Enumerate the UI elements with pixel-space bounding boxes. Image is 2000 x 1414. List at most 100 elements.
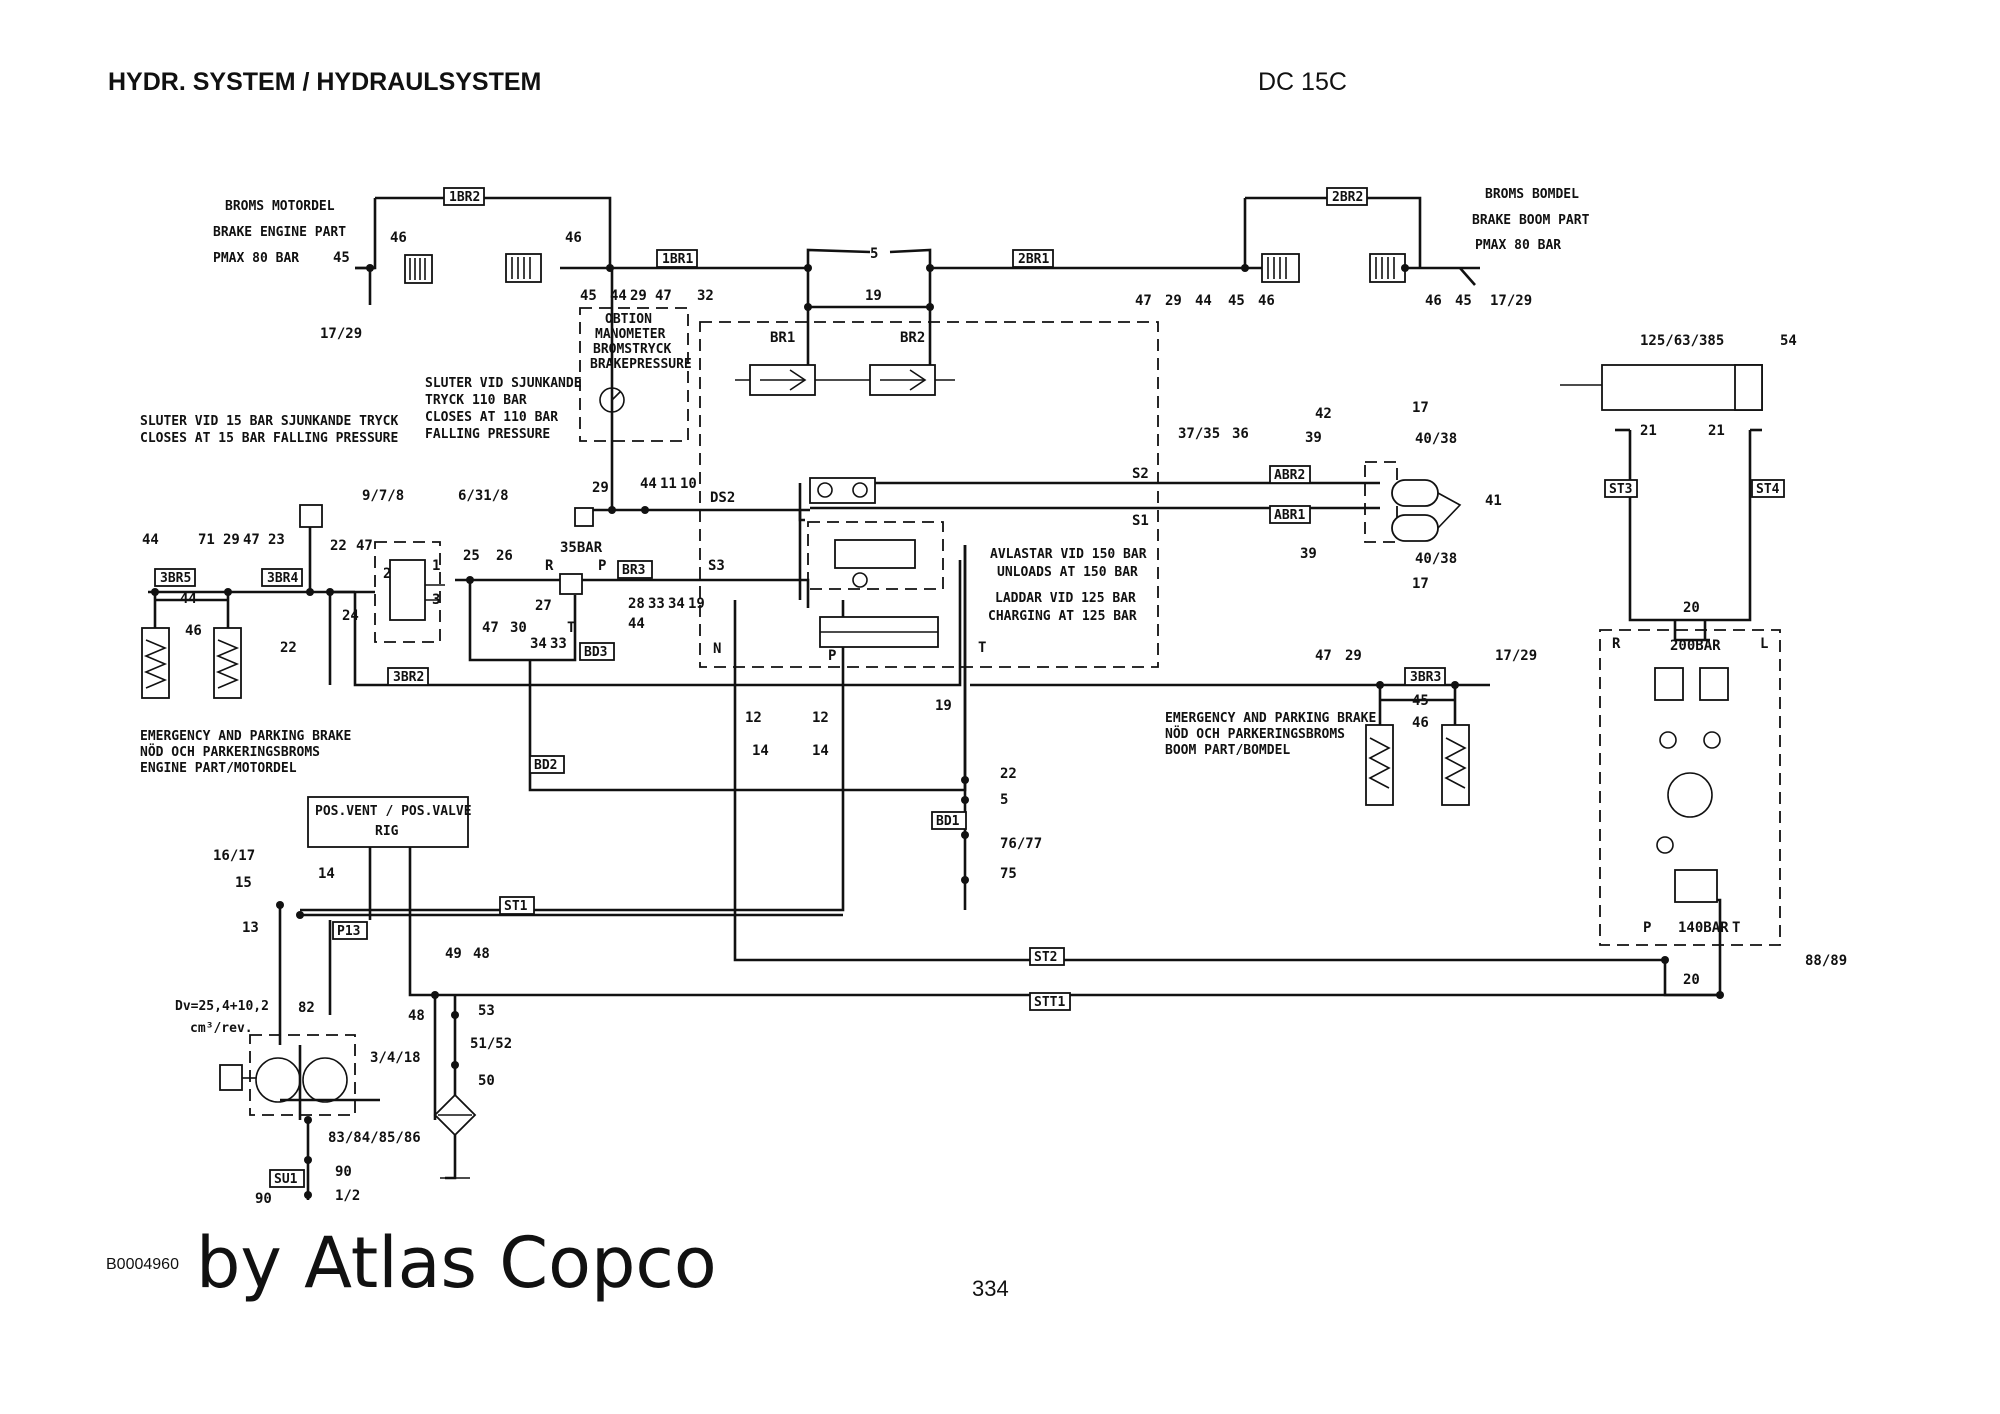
component-number-label: 47 xyxy=(1315,648,1332,664)
component-number-label: 200BAR xyxy=(1670,638,1721,654)
tag-st3: ST3 xyxy=(1609,482,1632,497)
page-title: HYDR. SYSTEM / HYDRAULSYSTEM xyxy=(108,68,542,96)
note-unloads-1: AVLASTAR VID 150 BAR xyxy=(990,547,1147,562)
tag-stt1: STT1 xyxy=(1034,995,1065,1010)
component-number-label: BR2 xyxy=(900,330,925,346)
component-number-label: 22 xyxy=(280,640,297,656)
component-number-label: 25 xyxy=(463,548,480,564)
component-number-label: 76/77 xyxy=(1000,836,1042,852)
note-emergency-boom-3: BOOM PART/BOMDEL xyxy=(1165,743,1290,758)
component-number-label: 88/89 xyxy=(1805,953,1847,969)
component-number-label: 34 xyxy=(530,636,547,652)
note-broms-motordel: BROMS MOTORDEL xyxy=(225,199,335,214)
component-number-label: N xyxy=(713,641,721,657)
component-number-label: 21 xyxy=(1640,423,1657,439)
tag-st2: ST2 xyxy=(1034,950,1057,965)
component-numbers: 45 46 46 17/29 45 44 29 47 5 19 32 BR1 B… xyxy=(142,230,1847,1207)
note-option-3: BROMSTRYCK xyxy=(593,342,671,357)
component-number-label: 29 xyxy=(1165,293,1182,309)
tag-3br2: 3BR2 xyxy=(393,670,424,685)
component-number-label: 17/29 xyxy=(320,326,362,342)
component-number-label: 44 xyxy=(180,591,197,607)
component-number-label: L xyxy=(1760,636,1768,652)
filter-return xyxy=(433,1093,477,1179)
component-number-label: 13 xyxy=(242,920,259,936)
line-tags: 1BR2 1BR1 2BR2 2BR1 3BR5 3BR4 BR3 BD3 3B… xyxy=(154,187,1785,1188)
component-number-label: 14 xyxy=(752,743,769,759)
component-number-label: 3/4/18 xyxy=(370,1050,421,1066)
component-number-label: 46 xyxy=(1258,293,1275,309)
note-option-4: BRAKEPRESSURE xyxy=(590,357,692,372)
component-number-label: 51/52 xyxy=(470,1036,512,1052)
note-110-4: FALLING PRESSURE xyxy=(425,427,550,442)
component-number-label: 9/7/8 xyxy=(362,488,404,504)
component-number-label: 22 xyxy=(1000,766,1017,782)
component-number-label: 12 xyxy=(812,710,829,726)
component-number-label: 11 xyxy=(660,476,677,492)
component-number-label: 10 xyxy=(680,476,697,492)
note-emergency-engine-1: EMERGENCY AND PARKING BRAKE xyxy=(140,729,351,744)
note-rig: RIG xyxy=(375,824,399,839)
component-number-label: P xyxy=(1643,920,1651,936)
note-option-2: MANOMETER xyxy=(595,327,666,342)
component-number-label: 48 xyxy=(473,946,490,962)
component-number-label: 45 xyxy=(1228,293,1245,309)
component-number-label: 27 xyxy=(535,598,552,614)
component-number-label: P xyxy=(598,558,606,574)
right-control-block xyxy=(1654,667,1729,903)
tag-2br1: 2BR1 xyxy=(1018,252,1049,267)
tag-2br2: 2BR2 xyxy=(1332,190,1363,205)
component-number-label: 24 xyxy=(342,608,359,624)
note-110-3: CLOSES AT 110 BAR xyxy=(425,410,558,425)
shuttle-valve-24 xyxy=(389,559,445,621)
component-number-label: 2 xyxy=(383,566,391,582)
component-number-label: 71 xyxy=(198,532,215,548)
component-number-label: 90 xyxy=(335,1164,352,1180)
brand-caption: by Atlas Copco xyxy=(196,1222,717,1304)
component-number-label: 29 xyxy=(1345,648,1362,664)
component-number-label: 17/29 xyxy=(1495,648,1537,664)
component-number-label: 46 xyxy=(565,230,582,246)
component-number-label: 125/63/385 xyxy=(1640,333,1724,349)
tag-abr2: ABR2 xyxy=(1274,468,1305,483)
component-number-label: S3 xyxy=(708,558,725,574)
note-15-2: CLOSES AT 15 BAR FALLING PRESSURE xyxy=(140,431,398,446)
component-number-label: 3 xyxy=(432,592,440,608)
note-pos-valve: POS.VENT / POS.VALVE xyxy=(315,804,472,819)
component-number-label: 82 xyxy=(298,1000,315,1016)
component-number-label: 44 xyxy=(610,288,627,304)
component-number-label: 49 xyxy=(445,946,462,962)
component-number-label: BR1 xyxy=(770,330,795,346)
component-number-label: R xyxy=(1612,636,1621,652)
tag-br3: BR3 xyxy=(622,563,645,578)
notes: BROMS MOTORDEL BRAKE ENGINE PART PMAX 80… xyxy=(140,187,1590,1036)
component-number-label: 47 xyxy=(243,532,260,548)
component-number-label: R xyxy=(545,558,554,574)
note-emergency-boom-2: NÖD OCH PARKERINGSBROMS xyxy=(1165,726,1345,742)
note-110-2: TRYCK 110 BAR xyxy=(425,393,527,408)
tag-abr1: ABR1 xyxy=(1274,508,1305,523)
note-cm3: cm³/rev. xyxy=(190,1021,253,1036)
component-number-label: 17 xyxy=(1412,576,1429,592)
component-number-label: 29 xyxy=(630,288,647,304)
tag-st1: ST1 xyxy=(504,899,528,914)
tag-1br1: 1BR1 xyxy=(662,252,693,267)
component-number-label: T xyxy=(978,640,986,656)
brake-valves xyxy=(299,364,955,648)
component-number-label: 26 xyxy=(496,548,513,564)
component-number-label: 44 xyxy=(1195,293,1212,309)
component-number-label: DS2 xyxy=(710,490,735,506)
component-number-label: 20 xyxy=(1683,600,1700,616)
component-number-label: 46 xyxy=(185,623,202,639)
component-number-label: 40/38 xyxy=(1415,431,1457,447)
component-number-label: 17/29 xyxy=(1490,293,1532,309)
component-number-label: 12 xyxy=(745,710,762,726)
tag-3br4: 3BR4 xyxy=(267,571,298,586)
component-number-label: 22 xyxy=(330,538,347,554)
component-number-label: 83/84/85/86 xyxy=(328,1130,421,1146)
component-number-label: 29 xyxy=(223,532,240,548)
component-number-label: 54 xyxy=(1780,333,1797,349)
component-number-label: 1/2 xyxy=(335,1188,360,1204)
note-110-1: SLUTER VID SJUNKANDE xyxy=(425,376,582,391)
component-number-label: 16/17 xyxy=(213,848,255,864)
